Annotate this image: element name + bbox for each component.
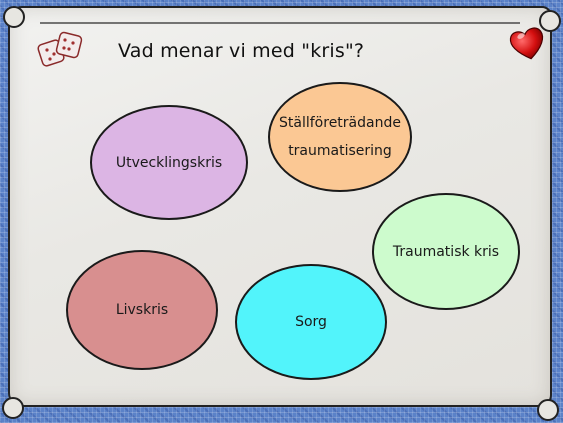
dice-icon: [36, 28, 86, 72]
bubble-label: Utvecklingskris: [115, 154, 223, 171]
bubble-livskris: Livskris: [66, 250, 218, 370]
bubble-label: Livskris: [115, 302, 169, 318]
bubble-label: Sorg: [295, 314, 327, 330]
bubble-sorg: Sorg: [235, 264, 387, 380]
slide-title: Vad menar vi med "kris"?: [118, 40, 365, 62]
bubble-traumatisk-kris: Traumatisk kris: [372, 193, 520, 310]
bubble-label: Traumatisk kris: [392, 243, 500, 260]
bubble-label-line2: traumatisering: [288, 143, 392, 159]
bubble-stallforetradande-traumatisering: Ställföreträdande traumatisering: [268, 82, 412, 192]
scroll-curl-top-right: [539, 10, 561, 32]
scroll-curl-bottom-left: [2, 397, 24, 419]
heart-icon: [508, 26, 548, 62]
bubble-utvecklingskris: Utvecklingskris: [90, 105, 248, 220]
scroll-curl-top-left: [3, 6, 25, 28]
bubble-label-line1: Ställföreträdande: [279, 115, 401, 131]
scroll-curl-bottom-right: [537, 399, 559, 421]
scroll-top-edge: [40, 22, 520, 24]
